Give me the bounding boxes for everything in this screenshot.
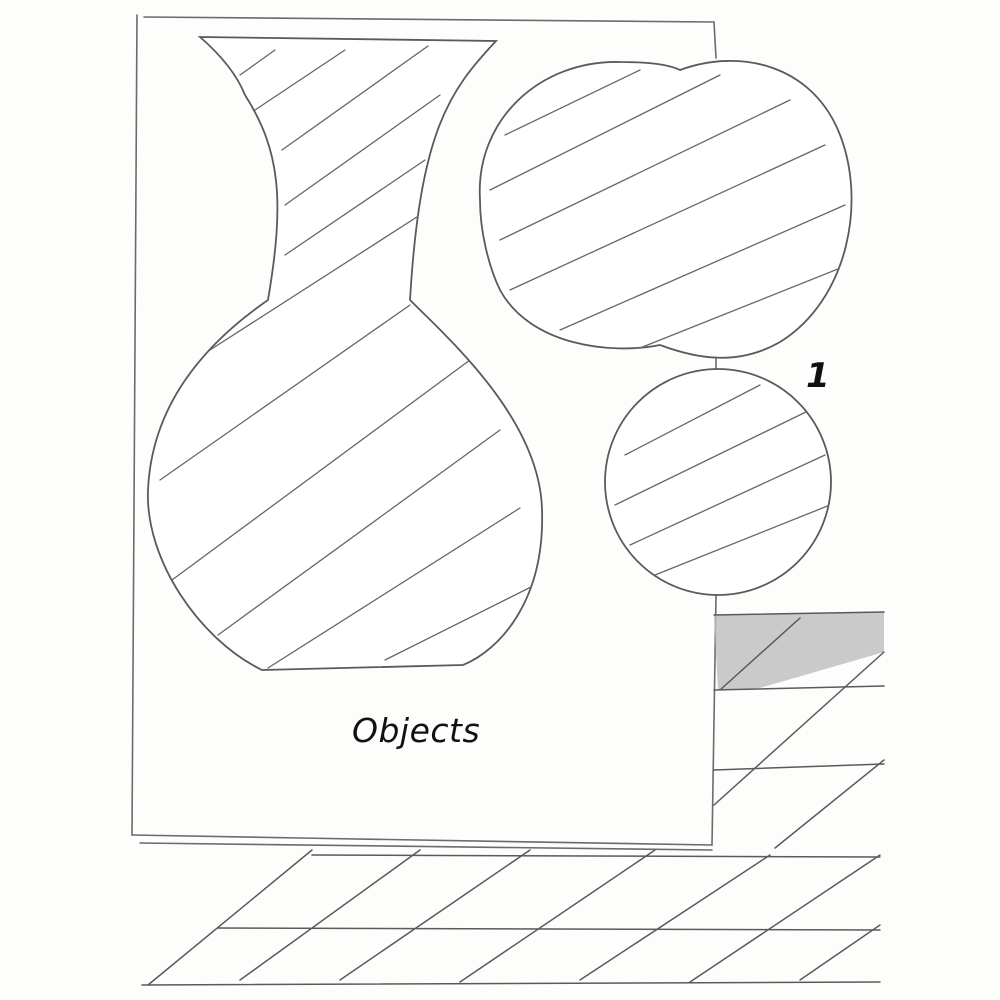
page-number: 1	[806, 356, 830, 396]
large-ball-icon	[478, 59, 853, 359]
caption-objects: Objects	[352, 711, 481, 750]
paper-frame	[131, 14, 717, 851]
small-ball-icon	[604, 368, 832, 596]
side-block	[713, 611, 885, 849]
table-grid	[141, 849, 881, 986]
vase-icon	[147, 36, 543, 671]
